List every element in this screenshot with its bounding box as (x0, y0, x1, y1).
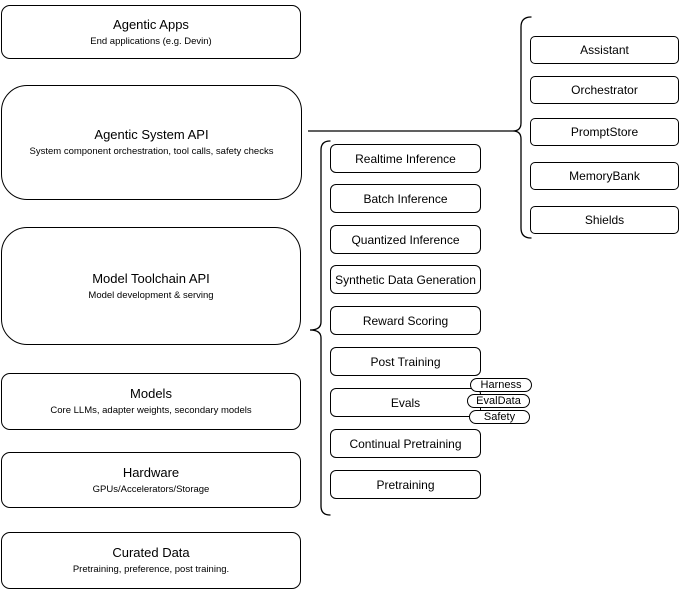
node-curated-data: Curated Data Pretraining, preference, po… (1, 532, 301, 589)
toolchain-item-label: Continual Pretraining (349, 436, 462, 451)
node-subtitle: End applications (e.g. Devin) (90, 35, 212, 47)
node-subtitle: Model development & serving (88, 289, 214, 301)
toolchain-item-label: Quantized Inference (351, 232, 460, 247)
component-orchestrator: Orchestrator (530, 76, 679, 104)
node-title: Agentic Apps (113, 16, 189, 32)
node-subtitle: Core LLMs, adapter weights, secondary mo… (50, 405, 252, 416)
node-models: Models Core LLMs, adapter weights, secon… (1, 373, 301, 430)
node-agentic-system-api: Agentic System API System component orch… (1, 85, 302, 200)
toolchain-item-batch-inference: Batch Inference (330, 184, 481, 213)
component-label: MemoryBank (569, 169, 640, 183)
component-label: Assistant (580, 43, 629, 57)
toolchain-item-label: Realtime Inference (355, 151, 456, 166)
component-shields: Shields (530, 206, 679, 234)
node-title: Hardware (122, 464, 180, 480)
toolchain-item-quantized-inference: Quantized Inference (330, 225, 481, 254)
toolchain-item-realtime-inference: Realtime Inference (330, 144, 481, 173)
node-subtitle: Pretraining, preference, post training. (72, 564, 230, 575)
node-title: Agentic System API (94, 127, 209, 142)
eval-tag-evaldata: EvalData (467, 394, 530, 408)
node-hardware: Hardware GPUs/Accelerators/Storage (1, 452, 301, 508)
toolchain-item-label: Batch Inference (363, 191, 448, 206)
component-label: Orchestrator (571, 83, 638, 97)
toolchain-item-label: Pretraining (376, 477, 435, 492)
toolchain-item-pretraining: Pretraining (330, 470, 481, 499)
node-model-toolchain-api: Model Toolchain API Model development & … (1, 227, 301, 345)
toolchain-item-post-training: Post Training (330, 347, 481, 376)
node-subtitle: System component orchestration, tool cal… (29, 146, 274, 157)
eval-tag-label: Safety (483, 411, 516, 423)
brace-toolchain-services (309, 140, 331, 516)
toolchain-item-synthetic-data-generation: Synthetic Data Generation (330, 265, 481, 294)
component-assistant: Assistant (530, 36, 679, 64)
node-title: Models (130, 386, 172, 401)
eval-tag-safety: Safety (469, 410, 530, 424)
brace-agentic-components (512, 16, 532, 239)
component-label: Shields (584, 213, 625, 227)
component-label: PromptStore (570, 125, 639, 139)
node-subtitle: GPUs/Accelerators/Storage (92, 483, 210, 495)
toolchain-item-label: Synthetic Data Generation (335, 272, 476, 287)
toolchain-item-evals: Evals (330, 388, 481, 417)
toolchain-item-continual-pretraining: Continual Pretraining (330, 429, 481, 458)
component-memorybank: MemoryBank (530, 162, 679, 190)
toolchain-item-reward-scoring: Reward Scoring (330, 306, 481, 335)
node-agentic-apps: Agentic Apps End applications (e.g. Devi… (1, 5, 301, 59)
node-title: Model Toolchain API (92, 270, 210, 286)
eval-tag-label: Harness (480, 379, 522, 391)
toolchain-item-label: Post Training (370, 354, 441, 369)
component-promptstore: PromptStore (530, 118, 679, 146)
toolchain-item-label: Evals (390, 395, 421, 410)
eval-tag-harness: Harness (470, 378, 532, 392)
node-title: Curated Data (112, 545, 190, 560)
toolchain-item-label: Reward Scoring (362, 313, 449, 328)
eval-tag-label: EvalData (476, 395, 521, 407)
